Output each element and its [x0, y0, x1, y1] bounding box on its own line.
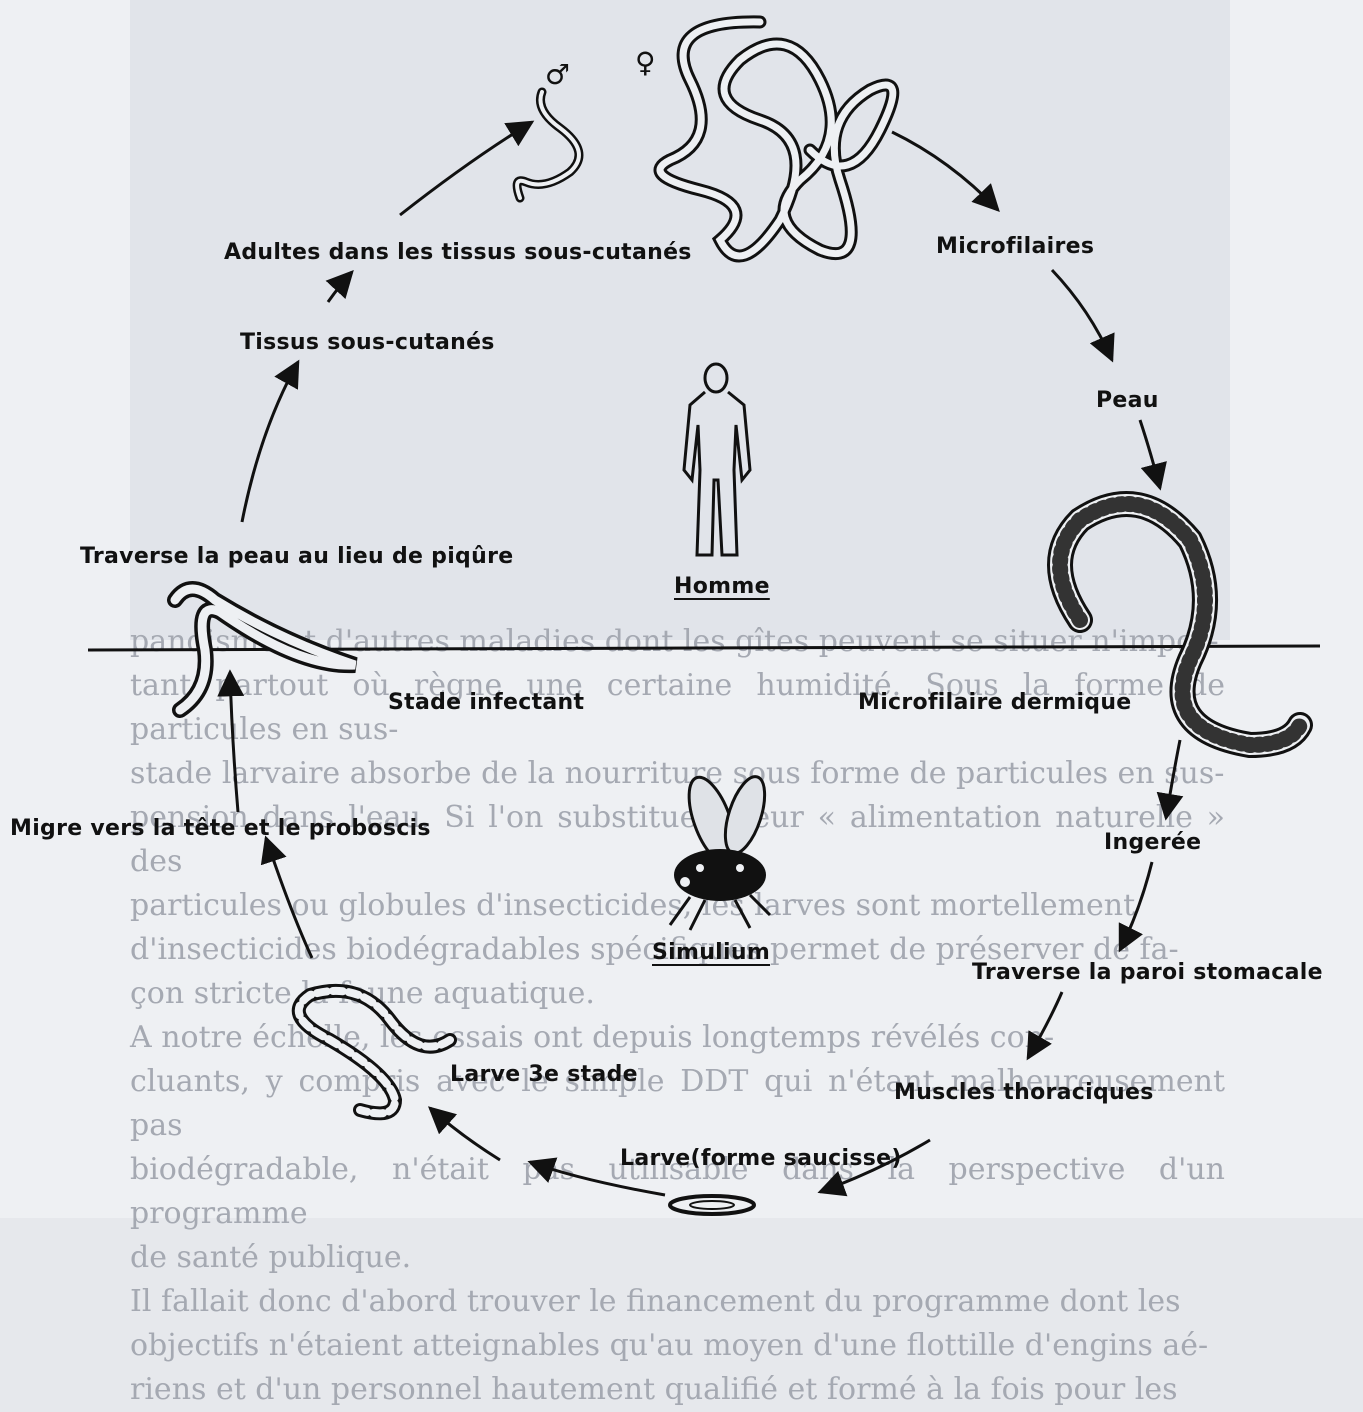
bleed-line: objectifs n'étaient atteignables qu'au m…: [130, 1324, 1225, 1368]
label-migre: Migre vers la tête et le proboscis: [10, 816, 431, 841]
arrow-larve3-to-plain: [430, 1108, 500, 1160]
arrow-migre-to-infectant: [230, 672, 238, 812]
cycle-arrows: [230, 122, 1180, 1195]
arrow-paroi-to-muscles: [1028, 992, 1062, 1058]
label-muscles: Muscles thoraciques: [894, 1080, 1154, 1105]
arrow-dermique-to-ingeree: [1166, 740, 1180, 818]
label-peau: Peau: [1096, 388, 1159, 413]
arrow-peau-to-dermique: [1140, 420, 1160, 488]
bleed-line: Il fallait donc d'abord trouver le finan…: [130, 1280, 1225, 1324]
arrow-adults-to-microfilaires: [892, 132, 998, 210]
label-traverse-peau: Traverse la peau au lieu de piqûre: [80, 544, 513, 569]
label-larve-3e: Larve 3e stade: [450, 1062, 638, 1087]
human-figure-icon: [684, 364, 750, 555]
third-stage-larva-icon: [299, 991, 450, 1113]
label-traverse-paroi: Traverse la paroi stomacale: [972, 960, 1323, 985]
label-stade-infectant: Stade infectant: [388, 690, 584, 715]
arrow-tissus-to-adultes: [328, 272, 352, 302]
arrow-traverse-to-tissus: [242, 362, 298, 522]
label-homme: Homme: [674, 574, 770, 599]
male-symbol: ♂: [545, 58, 570, 91]
label-microfilaire-dermique: Microfilaire dermique: [858, 690, 1132, 715]
arrow-adultes-to-male: [400, 122, 532, 215]
label-larve-saucisse: Larve(forme saucisse): [620, 1146, 902, 1171]
life-cycle-diagram: [0, 0, 1363, 1218]
label-ingeree: Ingerée: [1104, 830, 1201, 855]
female-symbol: ♀: [635, 46, 656, 79]
label-microfilaires: Microfilaires: [936, 234, 1094, 259]
arrow-larve3-to-migre: [266, 838, 312, 958]
bleed-line: riens et d'un personnel hautement qualif…: [130, 1368, 1225, 1412]
female-worm-icon: [660, 22, 893, 256]
label-tissus: Tissus sous-cutanés: [240, 330, 495, 355]
label-adultes: Adultes dans les tissus sous-cutanés: [224, 240, 692, 265]
sausage-larva-icon: [670, 1196, 754, 1214]
arrow-microfilaires-to-peau: [1052, 270, 1112, 360]
arrow-ingeree-to-paroi: [1120, 862, 1152, 950]
blackfly-icon: [670, 772, 773, 930]
label-simulium: Simulium: [652, 940, 770, 965]
bleed-line: de santé publique.: [130, 1236, 1225, 1280]
